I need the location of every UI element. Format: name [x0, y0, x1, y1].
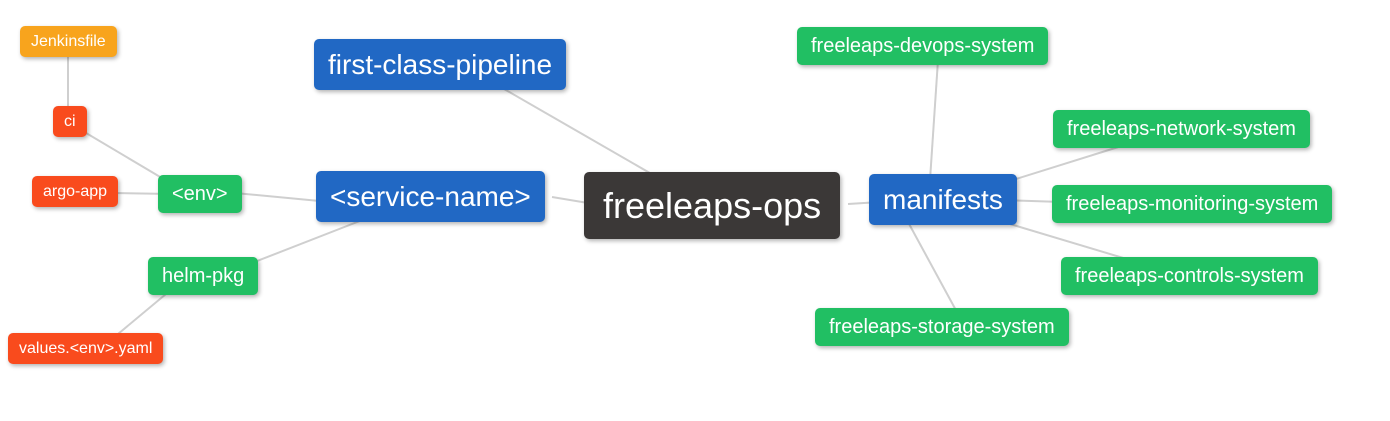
node-freeleaps-storage-system[interactable]: freeleaps-storage-system [815, 308, 1069, 346]
node-service-name[interactable]: <service-name> [316, 171, 545, 222]
node-values-env-yaml[interactable]: values.<env>.yaml [8, 333, 164, 364]
node-freeleaps-controls-system[interactable]: freeleaps-controls-system [1061, 257, 1318, 295]
edge-env-to-service-name [234, 192, 331, 203]
node-helm-pkg[interactable]: helm-pkg [148, 257, 259, 295]
edge-manifests-to-freeleaps-controls-system [999, 220, 1141, 264]
edge-helm-pkg-to-service-name [251, 216, 371, 264]
edge-manifests-to-freeleaps-devops-system [929, 59, 939, 181]
node-argo-app[interactable]: argo-app [32, 176, 119, 207]
node-manifests[interactable]: manifests [869, 174, 1017, 225]
node-freeleaps-devops-system[interactable]: freeleaps-devops-system [797, 27, 1049, 65]
node-first-class-pipeline[interactable]: first-class-pipeline [314, 39, 567, 90]
node-freeleaps-ops[interactable]: freeleaps-ops [584, 172, 841, 239]
node-freeleaps-network-system[interactable]: freeleaps-network-system [1053, 110, 1310, 148]
edge-manifests-to-freeleaps-storage-system [907, 221, 959, 315]
node-ci[interactable]: ci [53, 106, 87, 137]
node-jenkinsfile[interactable]: Jenkinsfile [20, 26, 117, 57]
node-env[interactable]: <env> [158, 175, 242, 213]
edge-ci-to-env [75, 126, 173, 185]
node-freeleaps-monitoring-system[interactable]: freeleaps-monitoring-system [1052, 185, 1333, 223]
edge-first-class-pipeline-to-freeleaps-ops [491, 81, 663, 181]
edge-helm-pkg-to-values-env-yaml [111, 288, 173, 340]
edge-manifests-to-freeleaps-network-system [999, 143, 1129, 185]
